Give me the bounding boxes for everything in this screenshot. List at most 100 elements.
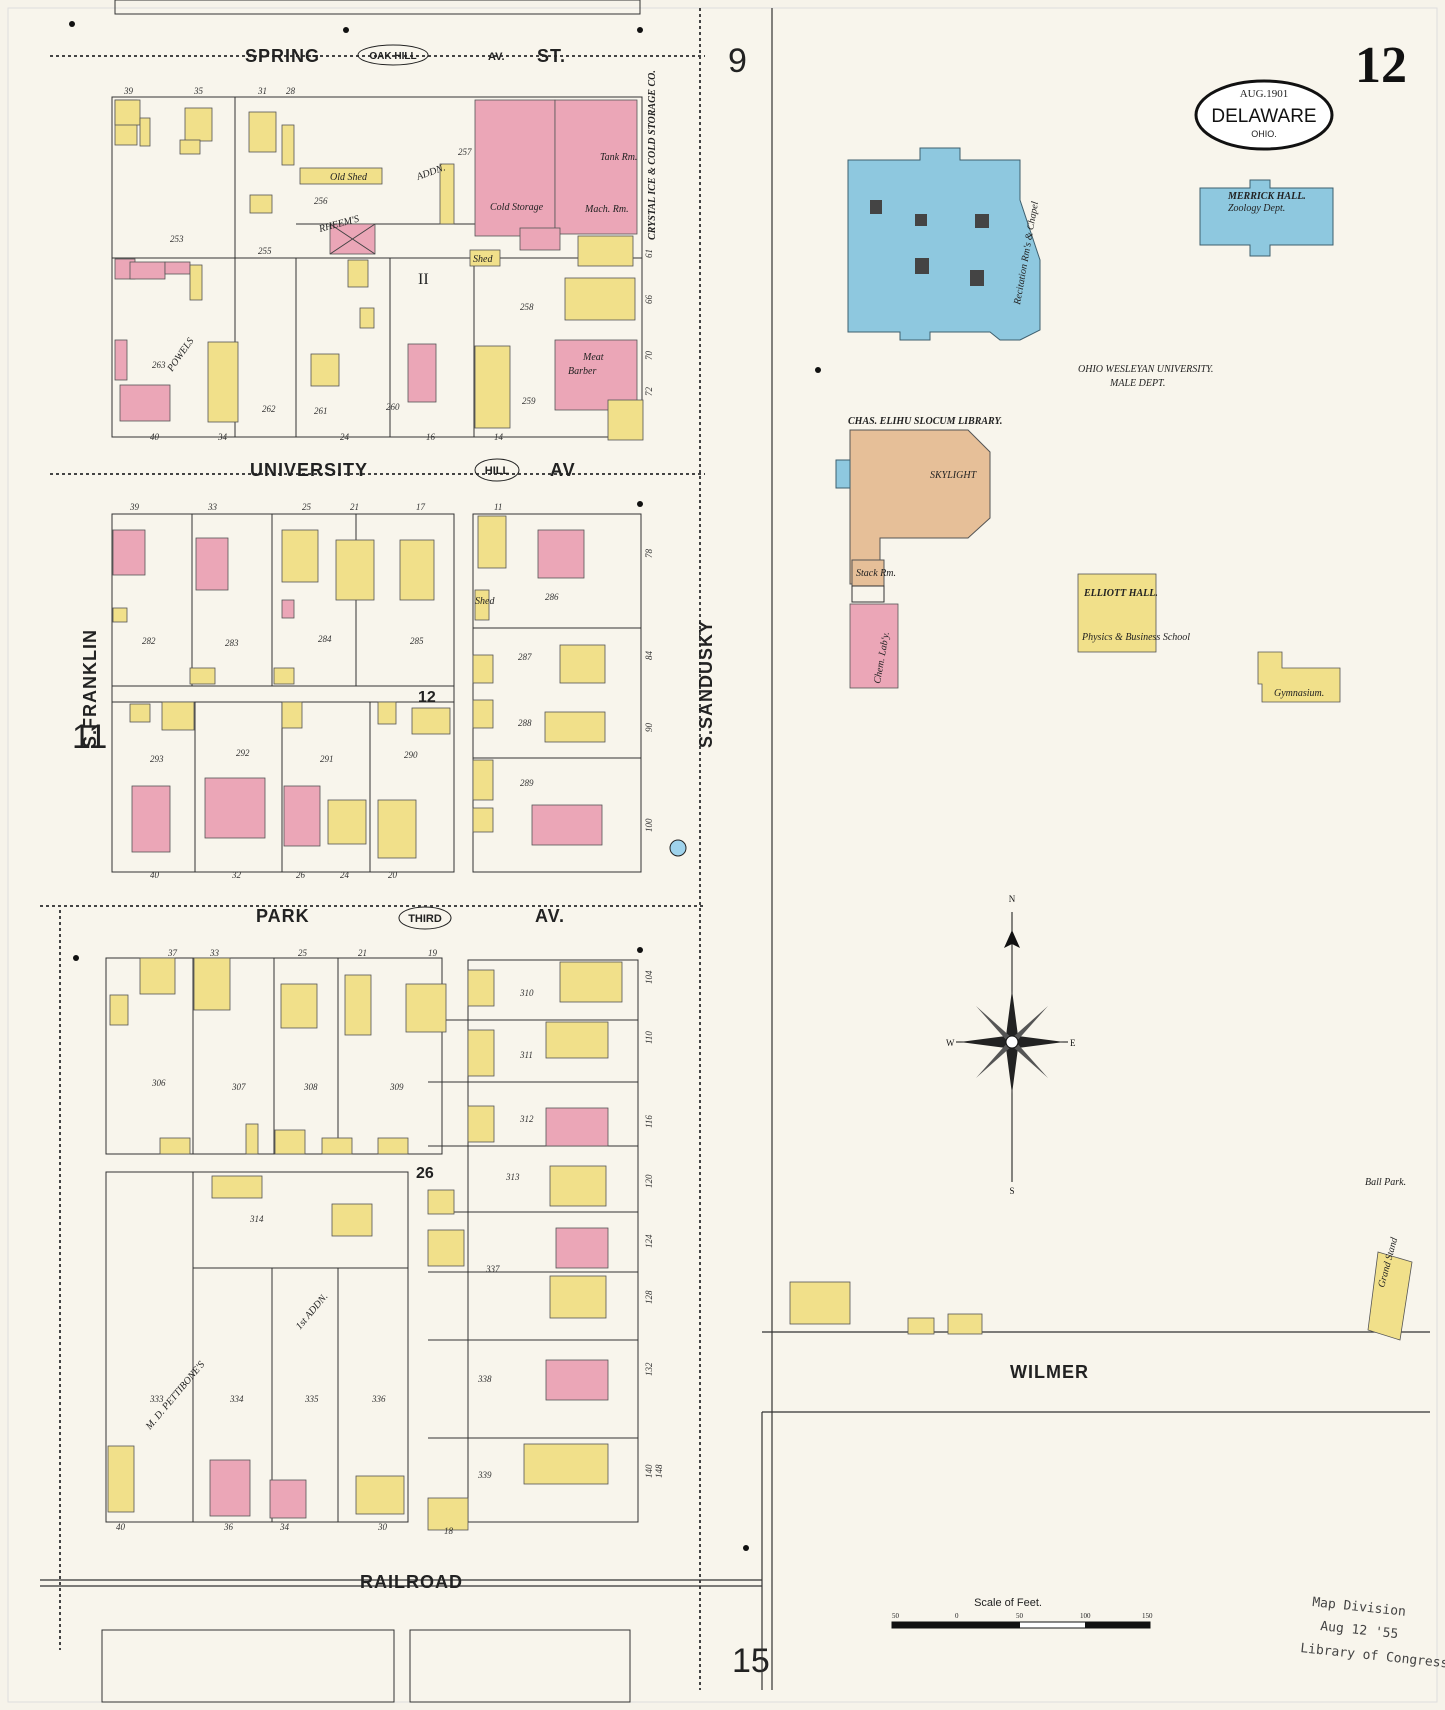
crystal-ice-label: CRYSTAL ICE & COLD STORAGE CO.	[647, 70, 658, 240]
svg-text:30: 30	[377, 1522, 388, 1532]
shed-label-2: Shed	[475, 596, 495, 607]
svg-text:306: 306	[151, 1078, 166, 1088]
sheet-number: 12	[1355, 37, 1407, 94]
svg-text:W: W	[946, 1038, 955, 1048]
south-block-right	[409, 1629, 631, 1703]
svg-text:21: 21	[358, 948, 367, 958]
merrick-label: MERRICK HALL.	[1227, 191, 1306, 202]
svg-text:14: 14	[494, 432, 504, 442]
svg-text:310: 310	[519, 988, 534, 998]
spring-alt-name: OAK HILL	[357, 44, 429, 66]
chem-lab	[849, 603, 899, 689]
svg-text:21: 21	[350, 502, 359, 512]
svg-text:333: 333	[149, 1394, 164, 1404]
cartouche-city: DELAWARE	[1211, 106, 1316, 127]
svg-text:293: 293	[150, 754, 164, 764]
svg-text:259: 259	[522, 396, 536, 406]
svg-text:78: 78	[644, 549, 654, 559]
spring-street-label: SPRING	[245, 46, 320, 66]
svg-text:289: 289	[520, 778, 534, 788]
adjacent-sheet-left: 11	[72, 718, 107, 756]
svg-text:34: 34	[217, 432, 228, 442]
meat-label: Meat	[582, 352, 604, 363]
elliott-hall	[1077, 573, 1157, 653]
svg-text:Scale of Feet.: Scale of Feet.	[974, 1597, 1042, 1609]
svg-text:70: 70	[644, 351, 654, 361]
svg-text:120: 120	[644, 1174, 654, 1188]
svg-text:66: 66	[644, 295, 654, 305]
svg-text:309: 309	[389, 1082, 404, 1092]
elliott-label: ELLIOTT HALL.	[1083, 588, 1158, 599]
svg-text:34: 34	[279, 1522, 290, 1532]
block-park-railroad	[105, 957, 639, 1531]
gymnasium	[1257, 651, 1341, 703]
university-av-suffix: AV	[550, 460, 576, 480]
spring-av-label: AV.	[488, 51, 505, 63]
svg-text:308: 308	[303, 1082, 318, 1092]
university-alt-name: HILL	[474, 458, 520, 482]
svg-text:39: 39	[123, 86, 134, 96]
svg-text:100: 100	[1080, 1612, 1091, 1620]
svg-text:253: 253	[170, 234, 184, 244]
elliott-sub-label: Physics & Business School	[1081, 632, 1190, 643]
svg-text:17: 17	[416, 502, 426, 512]
top-block-edge	[114, 0, 641, 15]
svg-text:256: 256	[314, 196, 328, 206]
svg-text:40: 40	[150, 432, 160, 442]
svg-text:283: 283	[225, 638, 239, 648]
svg-text:339: 339	[477, 1470, 492, 1480]
ballpark-label: Ball Park.	[1365, 1177, 1406, 1188]
svg-text:11: 11	[494, 502, 502, 512]
block-lower-number: 26	[416, 1165, 434, 1182]
svg-text:36: 36	[223, 1522, 234, 1532]
stack-room-label: Stack Rm.	[856, 568, 896, 579]
svg-text:148: 148	[654, 1464, 664, 1478]
railroad-label: RAILROAD	[360, 1572, 463, 1592]
block-mid-number: 12	[418, 689, 436, 706]
svg-text:335: 335	[304, 1394, 319, 1404]
svg-text:288: 288	[518, 718, 532, 728]
park-av-label: PARK	[256, 906, 310, 926]
shed-label: Shed	[473, 254, 493, 265]
wilmer-label: WILMER	[1010, 1362, 1089, 1382]
svg-text:32: 32	[231, 870, 242, 880]
svg-text:285: 285	[410, 636, 424, 646]
park-alt-name: THIRD	[398, 906, 452, 930]
adjacent-sheet-top: 9	[728, 42, 747, 80]
svg-text:72: 72	[644, 387, 654, 397]
block-spring-university	[111, 96, 644, 441]
svg-text:N: N	[1009, 894, 1016, 904]
wilmer-shed-2	[947, 1313, 983, 1335]
svg-text:THIRD: THIRD	[408, 913, 442, 925]
svg-text:338: 338	[477, 1374, 492, 1384]
svg-text:16: 16	[426, 432, 436, 442]
cartouche-date: AUG.1901	[1240, 88, 1289, 100]
svg-text:334: 334	[229, 1394, 244, 1404]
svg-text:128: 128	[644, 1290, 654, 1304]
mach-room-label: Mach. Rm.	[584, 204, 629, 215]
svg-text:282: 282	[142, 636, 156, 646]
svg-text:284: 284	[318, 634, 332, 644]
svg-text:104: 104	[644, 970, 654, 984]
svg-text:255: 255	[258, 246, 272, 256]
south-block-left	[101, 1629, 395, 1703]
svg-text:100: 100	[644, 818, 654, 832]
svg-text:286: 286	[545, 592, 559, 602]
svg-text:31: 31	[257, 86, 267, 96]
svg-text:84: 84	[644, 651, 654, 661]
compass-rose: N S E W	[946, 894, 1076, 1196]
house-numbers: 39 35 31 28 40 34 24 16 14 39 33 25 21 1…	[116, 86, 664, 1536]
svg-text:39: 39	[129, 502, 140, 512]
svg-text:110: 110	[644, 1031, 654, 1044]
grand-stand	[1367, 1251, 1413, 1341]
svg-text:40: 40	[150, 870, 160, 880]
skylight-label: SKYLIGHT	[930, 470, 978, 481]
svg-text:37: 37	[167, 948, 178, 958]
cartouche-state: OHIO.	[1251, 129, 1277, 139]
svg-text:258: 258	[520, 302, 534, 312]
svg-text:287: 287	[518, 652, 532, 662]
svg-text:26: 26	[296, 870, 306, 880]
svg-text:150: 150	[1142, 1612, 1153, 1620]
merrick-hall	[1199, 179, 1334, 257]
cold-storage-label: Cold Storage	[490, 202, 544, 213]
